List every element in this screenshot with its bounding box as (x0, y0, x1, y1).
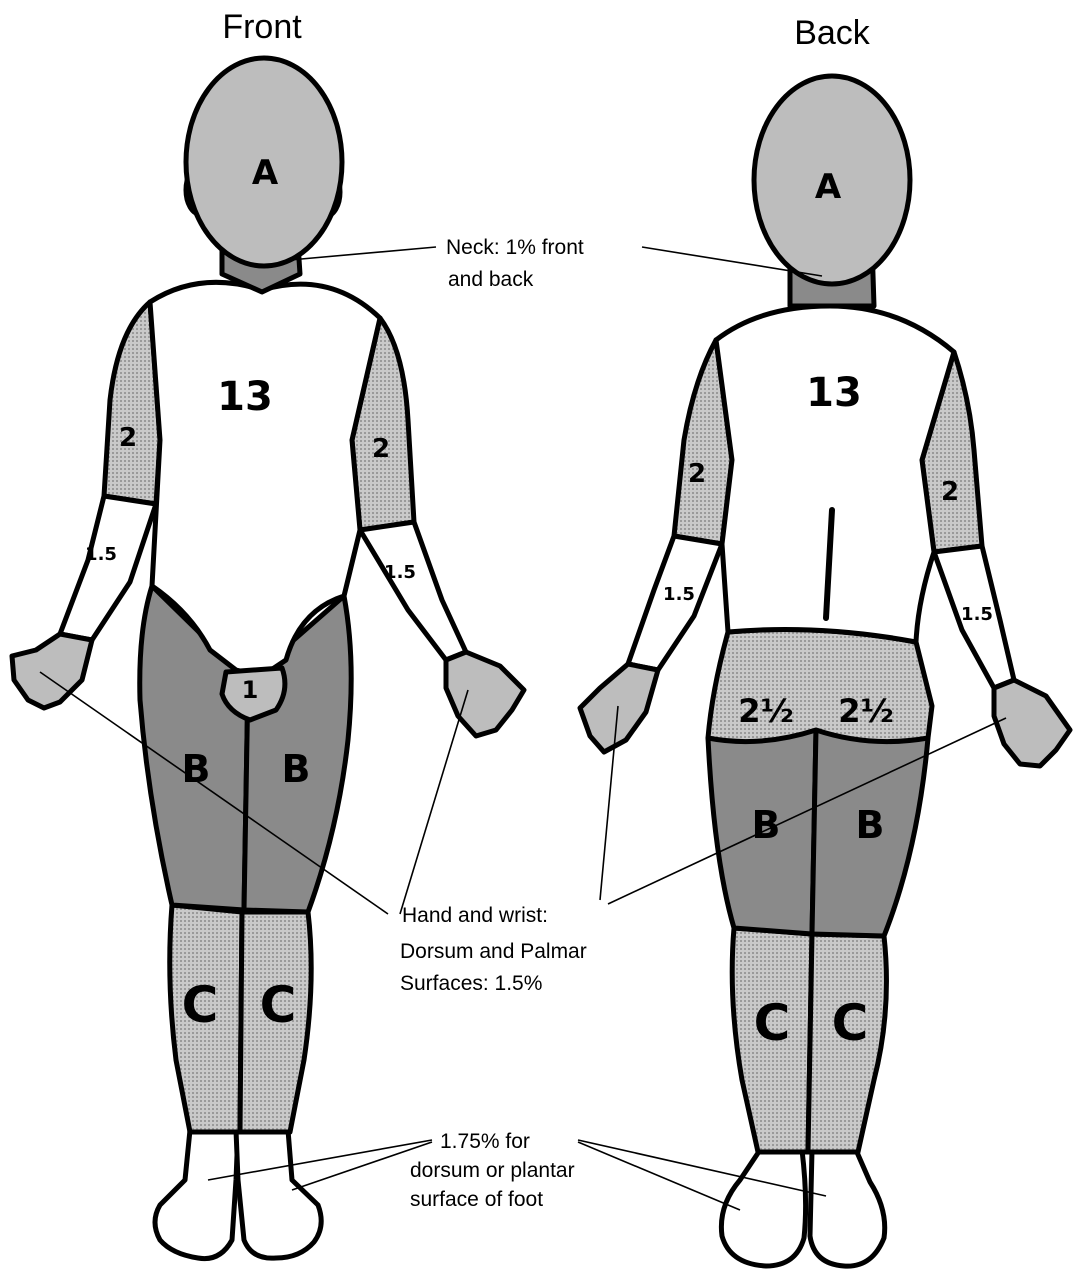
front-right-thigh-label: B (282, 747, 311, 791)
hand-note-line3: Surfaces: 1.5% (400, 972, 542, 995)
back-trunk-label: 13 (806, 370, 862, 416)
front-right-forearm (360, 522, 466, 660)
back-head-label: A (815, 167, 842, 207)
front-right-foot (236, 1130, 321, 1258)
front-left-forearm (60, 496, 156, 640)
back-left-buttock-label: 2½ (738, 692, 793, 730)
back-right-upper-arm-label: 2 (941, 477, 959, 507)
front-right-lower-leg-label: C (260, 976, 297, 1034)
back-right-thigh-label: B (856, 803, 885, 847)
back-trunk (716, 306, 954, 642)
front-head-label: A (252, 153, 279, 193)
back-right-buttock-label: 2½ (838, 692, 893, 730)
back-left-upper-arm-label: 2 (688, 459, 706, 489)
front-right-upper-arm-label: 2 (372, 434, 390, 464)
back-right-foot (810, 1150, 885, 1266)
back-right-forearm-label: 1.5 (961, 604, 993, 625)
front-left-lower-leg-label: C (182, 976, 219, 1034)
front-genitalia-label: 1 (242, 676, 259, 704)
back-left-hand (580, 664, 658, 752)
neck-leader-front (290, 247, 436, 260)
back-right-lower-leg-label: C (832, 994, 869, 1052)
front-left-thigh-label: B (182, 747, 211, 791)
back-figure (580, 76, 1070, 1266)
neck-note-line2: and back (448, 268, 534, 291)
hand-note-line1: Hand and wrist: (402, 904, 548, 927)
front-left-hand (12, 634, 92, 708)
hand-note-line2: Dorsum and Palmar (400, 940, 587, 963)
front-trunk-label: 13 (217, 374, 273, 420)
back-left-lower-leg-label: C (754, 994, 791, 1052)
front-view-title: Front (222, 8, 302, 46)
hand-leader-front-right (400, 690, 468, 914)
foot-note-line1: 1.75% for (440, 1130, 530, 1153)
neck-note-line1: Neck: 1% front (446, 236, 584, 259)
front-left-foot (155, 1130, 238, 1259)
foot-note-line2: dorsum or plantar (410, 1159, 575, 1182)
front-left-upper-arm-label: 2 (119, 423, 137, 453)
foot-note-line3: surface of foot (410, 1188, 543, 1211)
back-right-hand (994, 680, 1070, 766)
foot-leader-back-left (578, 1142, 740, 1210)
back-view-title: Back (794, 14, 871, 52)
back-left-forearm-label: 1.5 (663, 584, 695, 605)
front-left-forearm-label: 1.5 (85, 544, 117, 565)
front-right-forearm-label: 1.5 (384, 562, 416, 583)
